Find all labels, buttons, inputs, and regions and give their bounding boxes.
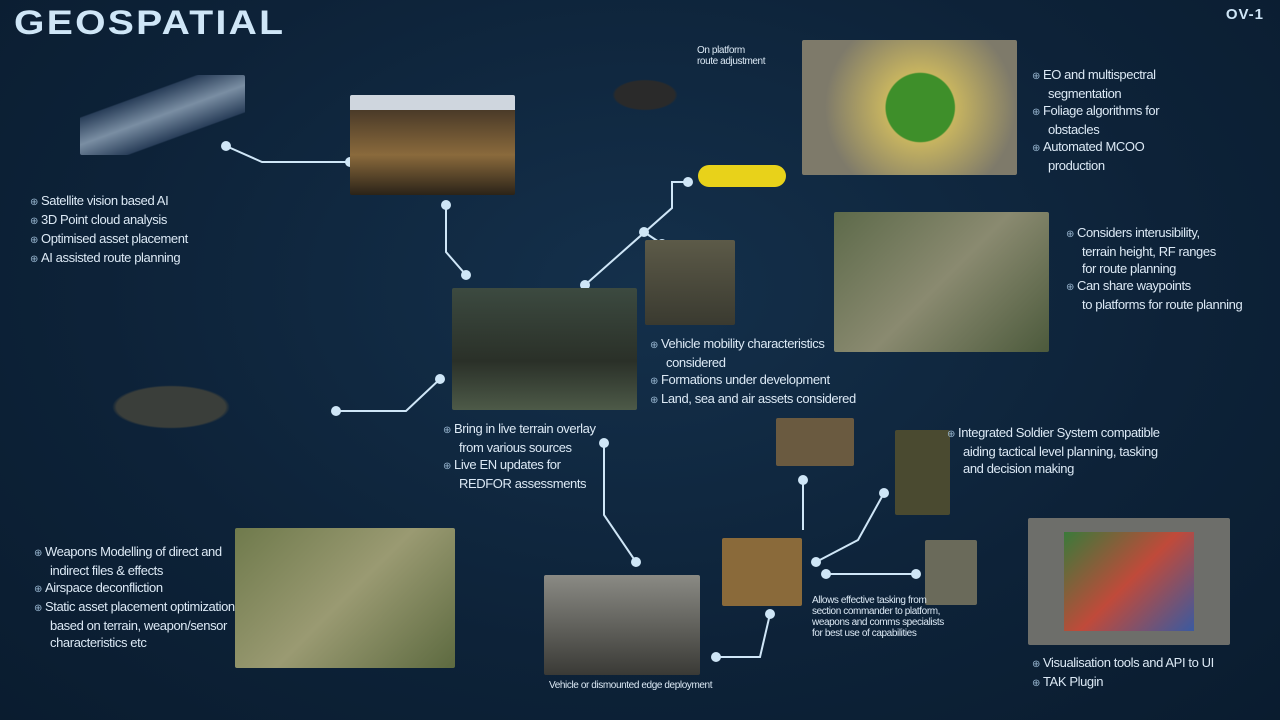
bullet: 3D Point cloud analysis xyxy=(30,211,188,230)
bullet: Visualisation tools and API to UI xyxy=(1032,654,1214,673)
bullet: Can share waypoints xyxy=(1066,277,1242,296)
ov-tag: OV-1 xyxy=(1225,6,1264,23)
bullet: Land, sea and air assets considered xyxy=(650,390,856,409)
bullet-cont: from various sources xyxy=(459,440,572,455)
route-bullets: Considers interusibility, terrain height… xyxy=(1066,224,1243,313)
weapons-bullets: Weapons Modelling of direct andindirect … xyxy=(34,543,235,651)
bullet: Optimised asset placement xyxy=(30,230,188,249)
bullet-cont: based on terrain, weapon/sensor xyxy=(50,618,227,633)
bullet: Integrated Soldier System compatible xyxy=(947,424,1160,443)
bullet-cont: segmentation xyxy=(1048,86,1122,101)
tools-bullets: Visualisation tools and API to UI TAK Pl… xyxy=(1032,654,1214,692)
tablet-device-image xyxy=(1028,518,1230,645)
satellite-bullets: Satellite vision based AI 3D Point cloud… xyxy=(30,192,188,268)
bullet: Bring in live terrain overlay xyxy=(443,420,596,439)
control-room-image xyxy=(350,95,515,195)
vehicle-bullets: Vehicle mobility characteristicsconsider… xyxy=(650,335,856,409)
edge-caption: Vehicle or dismounted edge deployment xyxy=(549,680,713,691)
soldier-radio-image xyxy=(925,540,977,605)
uuv-image xyxy=(698,165,786,187)
bullet: TAK Plugin xyxy=(1032,673,1214,692)
bullet: Formations under development xyxy=(650,371,856,390)
bullet: Foliage algorithms for xyxy=(1032,102,1160,121)
bullet-cont: terrain height, RF ranges xyxy=(1082,244,1216,259)
bullet: Satellite vision based AI xyxy=(30,192,188,211)
bullet-cont: aiding tactical level planning, tasking xyxy=(963,444,1158,459)
bullet: Airspace deconfliction xyxy=(34,579,235,598)
bullet: Vehicle mobility characteristics xyxy=(650,335,856,354)
bullet: Weapons Modelling of direct and xyxy=(34,543,235,562)
segmentation-map-image xyxy=(802,40,1017,175)
bullet-cont: for route planning xyxy=(1082,261,1176,276)
bullet-cont: obstacles xyxy=(1048,122,1100,137)
soldier-bullets: Integrated Soldier System compatible aid… xyxy=(947,424,1160,477)
bullet-cont: and decision making xyxy=(963,461,1074,476)
bullet: Automated MCOO xyxy=(1032,138,1159,157)
weapons-map-image xyxy=(235,528,455,668)
bullet: Considers interusibility, xyxy=(1066,224,1242,243)
drone-caption: On platform route adjustment xyxy=(697,45,766,67)
sniper-image xyxy=(776,418,854,466)
bullet: EO and multispectral xyxy=(1032,66,1159,85)
line: for best use of capabilities xyxy=(812,628,917,639)
bullet: Static asset placement optimization xyxy=(34,598,235,617)
soldiers-image xyxy=(722,538,802,606)
bullet-cont: production xyxy=(1048,158,1105,173)
drone-image xyxy=(540,45,750,145)
vehicle-interior-image xyxy=(544,575,700,675)
bullet-cont: considered xyxy=(666,355,726,370)
bullet: AI assisted route planning xyxy=(30,249,188,268)
line: Allows effective tasking from xyxy=(812,595,927,606)
route-map-image xyxy=(834,212,1049,352)
tasking-caption: Allows effective tasking from section co… xyxy=(812,595,944,639)
bullet-cont: to platforms for route planning xyxy=(1082,297,1243,312)
bullet-cont: characteristics etc xyxy=(50,635,147,650)
page-title: GEOSPATIAL xyxy=(14,4,286,42)
soldier-tablet-image xyxy=(895,430,950,515)
line: weapons and comms specialists xyxy=(812,617,944,628)
bullet-cont: indirect files & effects xyxy=(50,563,163,578)
helicopter-image xyxy=(45,350,325,445)
command-post-image xyxy=(452,288,637,410)
bullet-cont: REDFOR assessments xyxy=(459,476,587,491)
bullet: Live EN updates for xyxy=(443,456,596,475)
satellite-image xyxy=(80,75,245,155)
ugv-image xyxy=(645,240,735,325)
line: section commander to platform, xyxy=(812,606,941,617)
